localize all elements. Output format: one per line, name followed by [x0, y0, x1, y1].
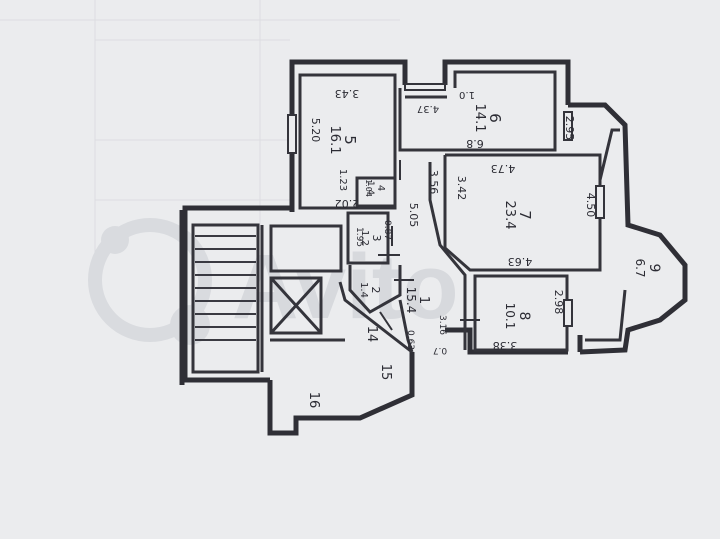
dim-label: 3.42 [455, 176, 468, 201]
room-2-area: 1.4 [358, 282, 369, 298]
dim-label: 3.16 [437, 315, 447, 335]
room-1-area: 15.4 [404, 287, 418, 314]
dim-label: 6.8 [466, 137, 484, 150]
room-4-number: 4 [375, 185, 386, 191]
dim-label: 2.98 [552, 290, 565, 315]
dim-label: 3.56 [427, 170, 440, 195]
dim-label: 4.37 [417, 103, 439, 114]
dim-label: 4.63 [508, 255, 533, 268]
watermark-text: Avito [232, 236, 459, 338]
room-8-number: 8 [516, 312, 532, 321]
dim-label: 3.38 [493, 339, 518, 352]
room-8-area: 10.1 [503, 303, 517, 330]
room-5-number: 5 [341, 135, 359, 145]
dim-label: 0.87 [382, 220, 392, 240]
dim-label: 4.73 [491, 162, 516, 175]
stair-treads [195, 235, 256, 341]
dim-label: 5.20 [309, 118, 322, 143]
room-4-area: 1.4 [365, 181, 375, 196]
room-9-area: 6.7 [633, 258, 647, 277]
room-labels: 5 16.1 6 14.1 7 23.4 8 10.1 9 6.7 1 15.4… [327, 104, 662, 330]
faint-table-lines [0, 0, 400, 300]
door-marks [378, 149, 480, 331]
room-3-number: 3 [370, 235, 383, 242]
room-9-number: 9 [646, 264, 662, 273]
room-3-area: 1.2 [359, 230, 370, 246]
space-15-label: 15 [378, 364, 393, 381]
room-2-number: 2 [369, 287, 382, 294]
room-7-area: 23.4 [502, 201, 517, 230]
dim-label: 4.50 [584, 193, 597, 218]
dim-label: 5.05 [407, 203, 420, 228]
space-16-label: 16 [306, 392, 321, 409]
dim-label: 0.63 [405, 330, 415, 350]
interior-walls [191, 70, 627, 374]
room-6-number: 6 [486, 113, 504, 123]
dim-label: 1.04 [364, 179, 373, 197]
dim-label: 2.02 [335, 197, 360, 210]
stair-space-labels: 14 15 16 [306, 326, 393, 409]
dim-label: 1.95 [354, 227, 364, 247]
space-14-label: 14 [364, 326, 379, 343]
room-6-area: 14.1 [472, 104, 487, 133]
window-marks [287, 83, 605, 327]
dim-label: 2.95 [563, 116, 576, 141]
dim-label: 0.7 [433, 345, 447, 355]
room-5-area: 16.1 [327, 126, 342, 155]
dim-label: 3.43 [335, 87, 360, 100]
room-1-number: 1 [416, 296, 431, 304]
dimension-labels: 3.43 5.20 2.02 1.23 1.04 1.95 0.87 3.56 … [309, 87, 597, 355]
dim-label: 1.23 [337, 169, 348, 191]
room-7-number: 7 [516, 210, 534, 220]
dim-label: 1.0 [459, 89, 475, 100]
